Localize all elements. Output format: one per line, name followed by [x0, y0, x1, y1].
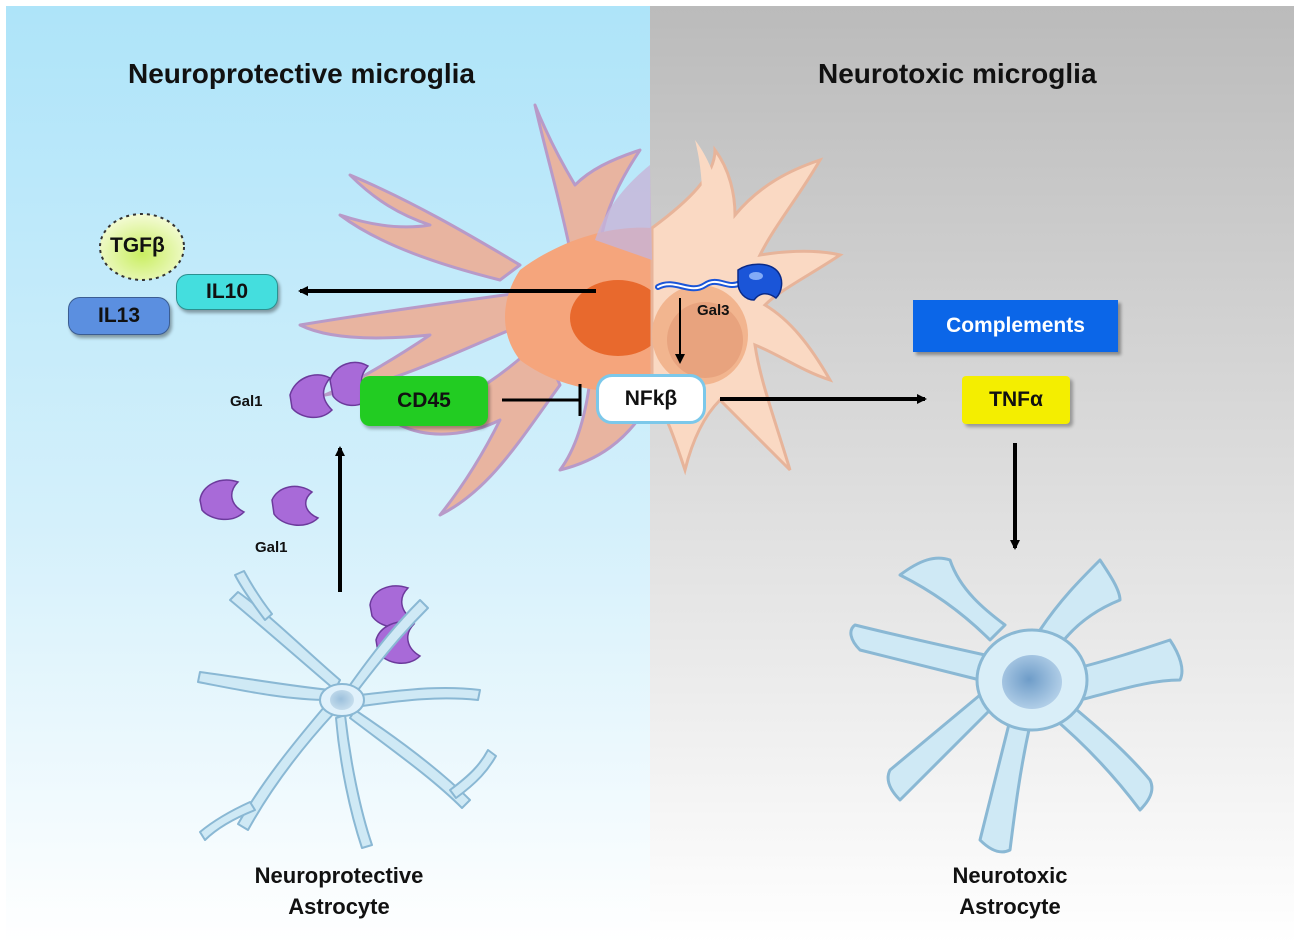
tgfb-shape: [99, 213, 185, 281]
left-astrocyte-nucleus: [330, 690, 354, 710]
gal3-receptor: [655, 263, 783, 301]
il13-box: IL13: [68, 297, 170, 335]
complements-box: Complements: [913, 300, 1118, 352]
right-panel-bg: [650, 6, 1294, 944]
gal1-free-label: Gal1: [255, 539, 288, 556]
right-caption-line2: Astrocyte: [959, 894, 1061, 919]
right-astrocyte-caption: Neurotoxic Astrocyte: [920, 860, 1100, 922]
left-panel-heading: Neuroprotective microglia: [128, 58, 475, 89]
neuroprotective-astrocyte: [197, 570, 497, 849]
gal3-label: Gal3: [697, 302, 730, 319]
cd45-box: CD45: [360, 376, 488, 426]
nfkb-box: NFkβ: [596, 374, 706, 424]
tnfa-box: TNFα: [962, 376, 1070, 424]
il10-box: IL10: [176, 274, 278, 310]
left-caption-line1: Neuroprotective: [254, 863, 424, 888]
right-caption-line1: Neurotoxic: [952, 863, 1068, 888]
left-panel-bg: [6, 6, 650, 944]
gal1-bound-label: Gal1: [230, 393, 263, 410]
tgfb-label: TGFβ: [110, 234, 165, 257]
right-astrocyte-nucleus: [1002, 655, 1062, 709]
left-astrocyte-caption: Neuroprotective Astrocyte: [230, 860, 448, 922]
left-caption-line2: Astrocyte: [288, 894, 390, 919]
gal1-molecules: [199, 361, 422, 664]
right-panel-heading: Neurotoxic microglia: [818, 58, 1097, 89]
